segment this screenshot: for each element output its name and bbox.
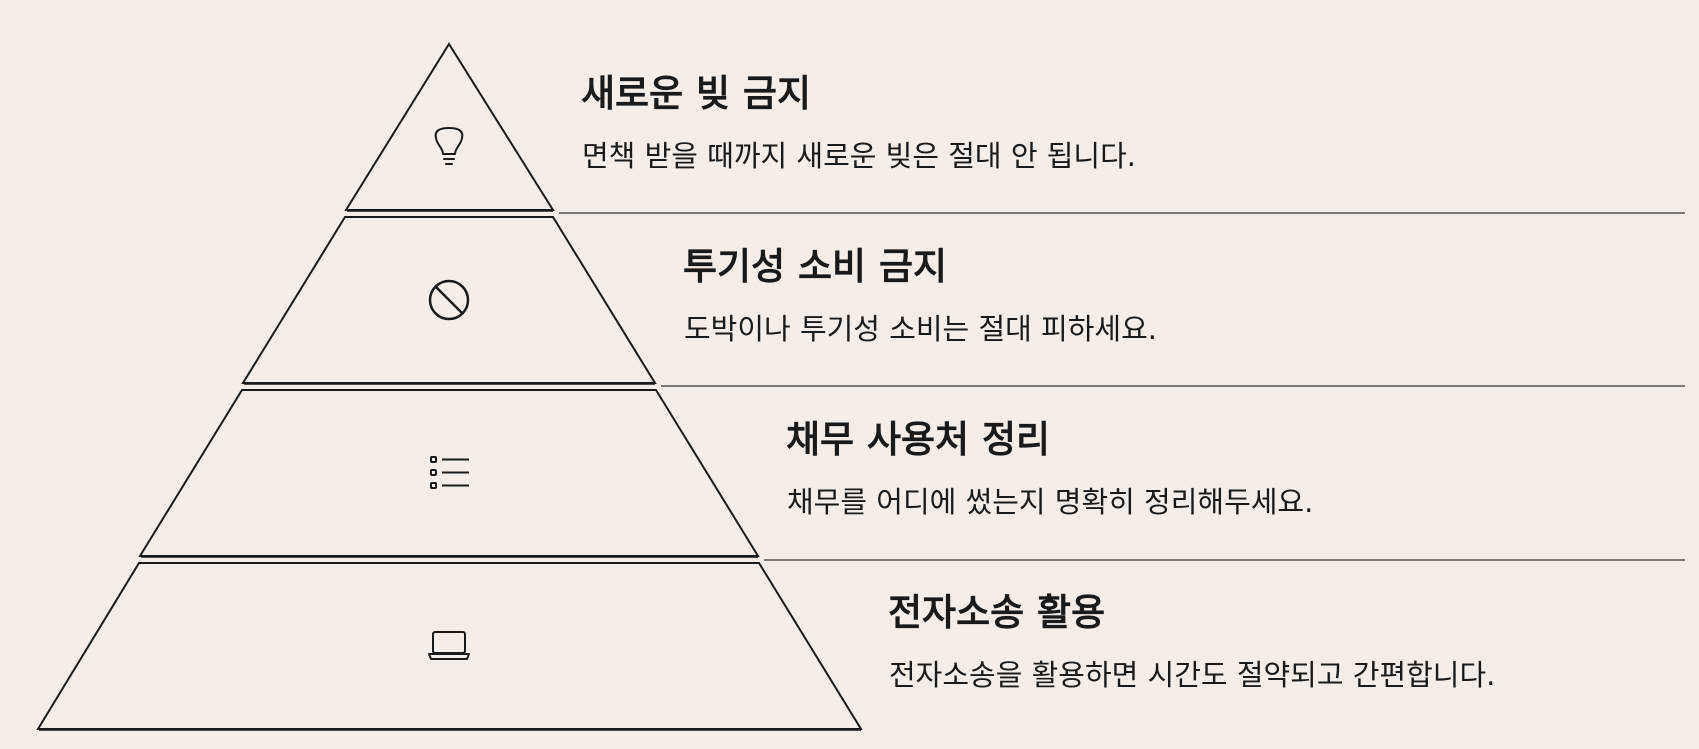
tier-1 <box>344 42 555 212</box>
tier-4 <box>36 562 863 731</box>
tier-2-shape <box>241 216 657 384</box>
tier-2-title: 투기성 소비 금지 <box>683 245 948 288</box>
prohibited-icon <box>428 279 470 321</box>
tier-4-shape <box>36 562 863 730</box>
tier-3-shape <box>138 389 760 557</box>
list-icon <box>430 456 469 489</box>
tier-1-title: 새로운 빚 금지 <box>581 72 812 115</box>
tier-1-description: 면책 받을 때까지 새로운 빚은 절대 안 됩니다. <box>582 139 1136 173</box>
tier-4-description: 전자소송을 활용하면 시간도 절약되고 간편합니다. <box>889 658 1496 692</box>
laptop-icon <box>428 631 470 660</box>
tier-3-description: 채무를 어디에 썼는지 명확히 정리해두세요. <box>787 485 1314 519</box>
tier-4-title: 전자소송 활용 <box>888 591 1106 634</box>
tier-2 <box>241 216 657 385</box>
tier-1-shape <box>344 42 555 211</box>
tier-3-title: 채무 사용처 정리 <box>786 418 1051 461</box>
tier-2-description: 도박이나 투기성 소비는 절대 피하세요. <box>684 312 1157 346</box>
tier-3 <box>138 389 760 558</box>
lightbulb-icon <box>434 127 464 165</box>
